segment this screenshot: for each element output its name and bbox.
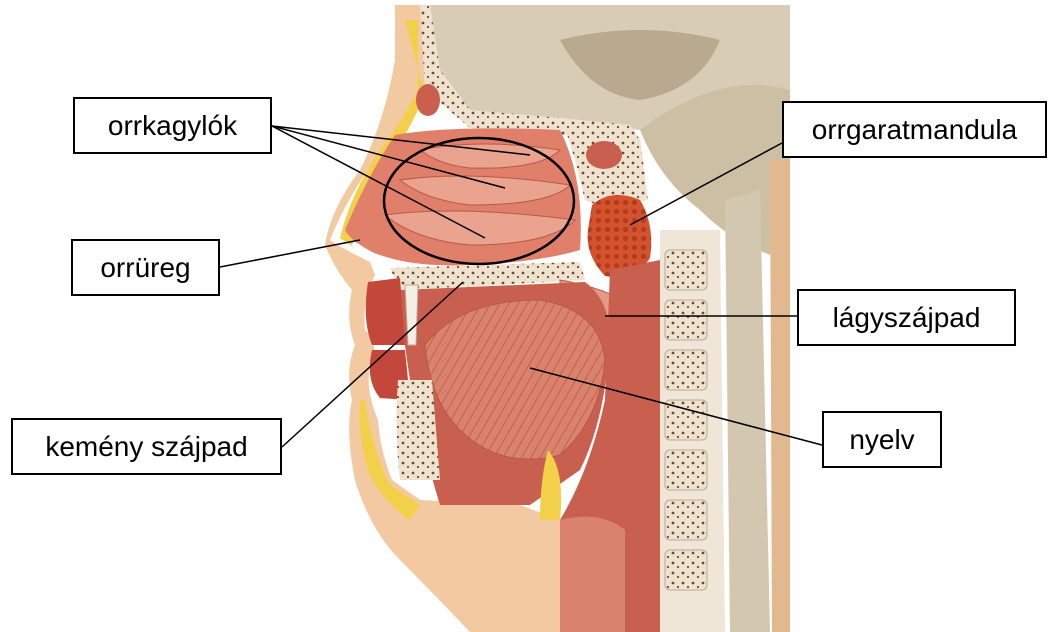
vertebra xyxy=(665,300,707,340)
sphenoid-sinus xyxy=(586,141,622,169)
vertebra xyxy=(665,250,707,290)
frontal-sinus xyxy=(416,84,440,116)
label-soft-palate: lágyszájpad xyxy=(797,289,1016,346)
vertebra xyxy=(665,350,707,390)
larynx xyxy=(560,517,625,632)
spinal-cord xyxy=(725,190,770,632)
label-turbinates: orrkagylók xyxy=(73,97,272,154)
vertebra xyxy=(665,550,707,590)
upper-lip xyxy=(366,278,405,345)
vertebra xyxy=(665,500,707,540)
label-tongue: nyelv xyxy=(822,411,942,468)
neck-back xyxy=(770,160,790,632)
vertebra xyxy=(665,450,707,490)
label-hard-palate: kemény szájpad xyxy=(11,418,282,475)
label-adenoid: orrgaratmandula xyxy=(782,101,1047,158)
label-nasal-cavity: orrüreg xyxy=(71,239,220,296)
